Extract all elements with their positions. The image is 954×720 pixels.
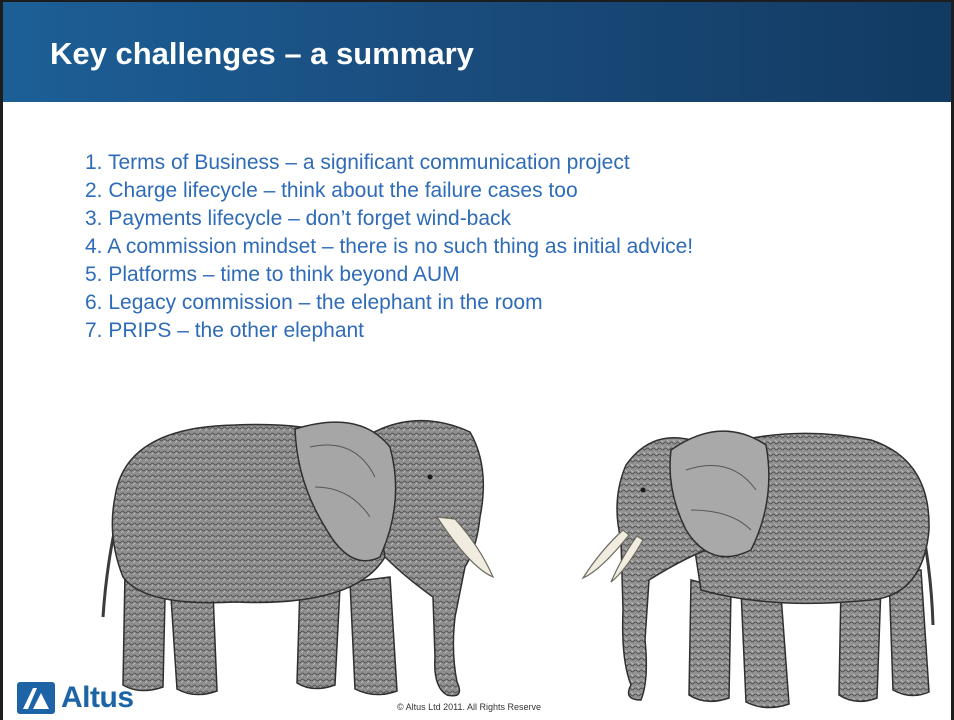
elephant-image-left (101, 419, 495, 697)
list-item: 7. PRIPS – the other elephant (85, 319, 365, 342)
slide-title: Key challenges – a summary (50, 36, 474, 71)
list-item: 6. Legacy commission – the elephant in t… (85, 291, 543, 314)
list-item: 2. Charge lifecycle – think about the fa… (85, 179, 578, 202)
elephant-image-right (581, 430, 935, 709)
list-item: 3. Payments lifecycle – don’t forget win… (85, 207, 512, 230)
list-item: 5. Platforms – time to think beyond AUM (85, 263, 460, 286)
altus-logo-mark-icon (17, 682, 55, 714)
logo-text: Altus (61, 681, 134, 714)
challenge-list: 1. Terms of Business – a significant com… (85, 149, 693, 345)
title-bar: Key challenges – a summary (3, 2, 951, 102)
list-item: 1. Terms of Business – a significant com… (85, 151, 630, 174)
copyright-text: © Altus Ltd 2011. All Rights Reserve (397, 702, 542, 712)
list-item: 4. A commission mindset – there is no su… (85, 235, 694, 258)
altus-logo: Altus (17, 680, 157, 716)
